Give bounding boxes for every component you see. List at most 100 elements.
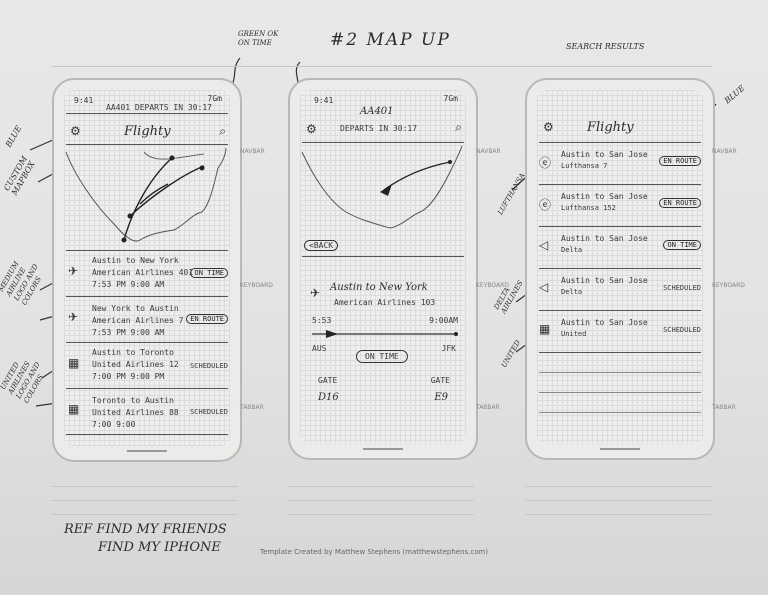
- notes-line: [52, 486, 238, 487]
- row-divider: [66, 434, 228, 435]
- flight-airline: American Airlines 401: [92, 268, 194, 277]
- tabbar-label: TABBAR: [240, 404, 264, 411]
- flight-row[interactable]: ✈ New York to Austin American Airlines 7…: [66, 298, 228, 342]
- arrival-time: 9:00AM: [429, 316, 458, 325]
- annotation-green-ok: GREEN OK ON TIME: [238, 30, 279, 47]
- flight-times: 7:00 PM 9:00 PM: [92, 372, 165, 381]
- row-divider: [66, 342, 228, 343]
- app-title: Flighty: [124, 124, 171, 139]
- phone-search-results: ⚙ Flighty ⓔ Austin to San Jose Lufthansa…: [525, 78, 715, 460]
- united-logo-icon: ▦: [539, 322, 551, 336]
- lufthansa-logo-icon: ⓔ: [539, 198, 552, 212]
- tabbar-label: TABBAR: [476, 404, 500, 411]
- gate-arrival: E9: [434, 392, 448, 403]
- flight-times: 7:00 9:00: [92, 420, 136, 429]
- result-airline: Delta: [561, 288, 583, 296]
- navbar-label: NAVBAR: [712, 148, 737, 155]
- status-badge: EN ROUTE: [186, 314, 228, 324]
- screen-grid: [537, 90, 703, 444]
- settings-gear-icon[interactable]: ⚙: [543, 120, 554, 134]
- map-view[interactable]: [54, 144, 240, 264]
- settings-gear-icon[interactable]: ⚙: [70, 124, 81, 138]
- flight-airline: American Airlines 7: [92, 316, 184, 325]
- empty-row-line: [539, 372, 701, 373]
- notes-line: [52, 66, 712, 67]
- status-badge: ON TIME: [190, 268, 228, 278]
- flight-times: 7:53 PM 9:00 AM: [92, 328, 165, 337]
- gate-label-arrival: GATE: [430, 376, 450, 385]
- home-indicator: [600, 448, 640, 450]
- detail-route: Austin to New York: [330, 282, 428, 293]
- home-indicator: [363, 448, 403, 450]
- map-view[interactable]: [290, 142, 476, 252]
- home-indicator: [127, 450, 167, 452]
- notes-line: [288, 514, 474, 515]
- banner-divider: [66, 113, 228, 114]
- flight-times: 7:53 PM 9:00 AM: [92, 280, 165, 289]
- united-airlines-logo-icon: ▦: [68, 402, 80, 416]
- result-row[interactable]: ◁ Austin to San Jose Delta SCHEDULED: [539, 270, 701, 310]
- flight-route: Austin to New York: [92, 256, 179, 265]
- search-icon[interactable]: ⌕: [455, 120, 462, 134]
- status-badge: ON TIME: [663, 240, 701, 250]
- nav-divider: [302, 142, 464, 143]
- flight-airline: United Airlines 88: [92, 408, 179, 417]
- result-row[interactable]: ⓔ Austin to San Jose Lufthansa 152 EN RO…: [539, 186, 701, 226]
- result-route: Austin to San Jose: [561, 234, 648, 243]
- flight-number: AA401: [360, 106, 394, 117]
- phone-flight-list: 9:41 7Gm AA401 DEPARTS IN 30:17 ⚙ Flight…: [52, 78, 242, 462]
- american-airlines-logo-icon: ✈: [310, 286, 321, 300]
- row-divider: [66, 388, 228, 389]
- departs-countdown: DEPARTS IN 30:17: [340, 124, 418, 133]
- notes-line: [288, 500, 474, 501]
- departure-code: AUS: [312, 344, 327, 353]
- result-airline: Delta: [561, 246, 583, 254]
- screen-grid: [300, 90, 466, 444]
- row-divider: [539, 226, 701, 227]
- search-icon[interactable]: ⌕: [219, 124, 226, 138]
- status-battery: 7Gm: [207, 94, 222, 103]
- back-button[interactable]: <BACK: [304, 240, 339, 251]
- page-title: #2 MAP UP: [330, 30, 451, 50]
- flight-route: Toronto to Austin: [92, 396, 174, 405]
- result-row[interactable]: ⓔ Austin to San Jose Lufthansa 7 EN ROUT…: [539, 144, 701, 184]
- tabbar-label: TABBAR: [712, 404, 736, 411]
- flight-airline: United Airlines 12: [92, 360, 179, 369]
- map-divider: [302, 256, 464, 257]
- notes-line: [525, 514, 711, 515]
- nav-divider: [539, 142, 701, 143]
- navbar-label: NAVBAR: [476, 148, 501, 155]
- flight-route: Austin to Toronto: [92, 348, 174, 357]
- annotation-search-results: SEARCH RESULTS: [566, 42, 645, 51]
- keyboard-label: KEYBOARD: [240, 282, 273, 289]
- united-airlines-logo-icon: ▦: [68, 356, 80, 370]
- notes-line: [525, 500, 711, 501]
- status-text: SCHEDULED: [190, 362, 228, 370]
- result-airline: United: [561, 330, 587, 338]
- departure-time: 5:53: [312, 316, 332, 325]
- row-divider: [539, 310, 701, 311]
- american-airlines-logo-icon: ✈: [68, 264, 79, 278]
- result-route: Austin to San Jose: [561, 192, 648, 201]
- nav-divider: [66, 144, 228, 145]
- status-text: SCHEDULED: [663, 284, 701, 292]
- result-row[interactable]: ▦ Austin to San Jose United SCHEDULED: [539, 312, 701, 352]
- flight-row[interactable]: ▦ Austin to Toronto United Airlines 12 7…: [66, 344, 228, 388]
- keyboard-label: KEYBOARD: [712, 282, 745, 289]
- flight-row[interactable]: ✈ Austin to New York American Airlines 4…: [66, 252, 228, 296]
- notes-line: [288, 486, 474, 487]
- status-badge: EN ROUTE: [659, 198, 701, 208]
- empty-row-line: [539, 412, 701, 413]
- delta-logo-icon: ◁: [539, 280, 549, 294]
- map-divider: [66, 250, 228, 251]
- result-row[interactable]: ◁ Austin to San Jose Delta ON TIME: [539, 228, 701, 268]
- notes-line: [52, 500, 238, 501]
- departure-banner: AA401 DEPARTS IN 30:17: [106, 103, 212, 112]
- status-badge: EN ROUTE: [659, 156, 701, 166]
- settings-gear-icon[interactable]: ⚙: [306, 122, 317, 136]
- result-route: Austin to San Jose: [561, 276, 648, 285]
- result-airline: Lufthansa 7: [561, 162, 608, 170]
- flight-row[interactable]: ▦ Toronto to Austin United Airlines 88 7…: [66, 390, 228, 434]
- app-title: Flighty: [587, 120, 634, 135]
